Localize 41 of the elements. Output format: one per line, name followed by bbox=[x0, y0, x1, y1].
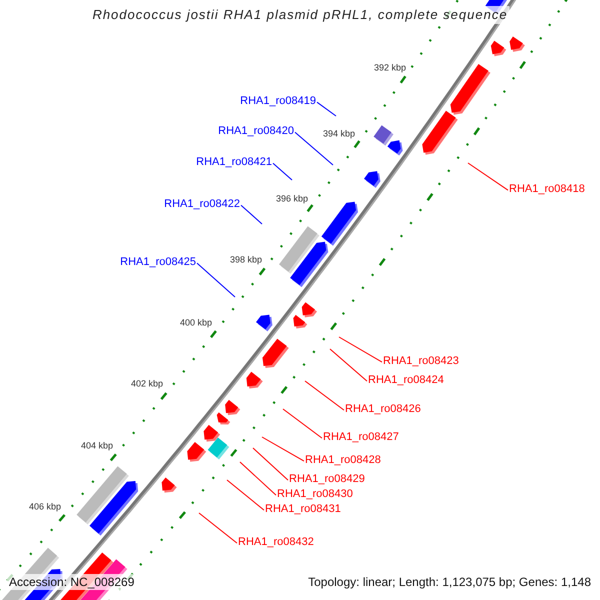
leader-line bbox=[252, 448, 288, 481]
gene-label: RHA1_ro08421 bbox=[196, 156, 272, 169]
gene-label: RHA1_ro08418 bbox=[509, 183, 585, 196]
map-title: Rhodococcus jostii RHA1 plasmid pRHL1, complete sequence bbox=[90, 6, 510, 24]
leader-line bbox=[196, 262, 236, 298]
leader-line bbox=[240, 204, 262, 224]
gene-label: RHA1_ro08419 bbox=[240, 95, 316, 108]
gene-label: RHA1_ro08423 bbox=[383, 355, 459, 368]
tick-label: 398 kbp bbox=[230, 254, 262, 266]
gene-label: RHA1_ro08427 bbox=[323, 431, 399, 444]
leader-line bbox=[240, 462, 276, 496]
leader-line bbox=[262, 436, 304, 462]
leader-line bbox=[294, 132, 334, 166]
leader-line bbox=[330, 348, 368, 382]
leader-line bbox=[338, 336, 382, 363]
leader-line bbox=[282, 408, 322, 439]
gene-label: RHA1_ro08426 bbox=[345, 403, 421, 416]
tick-label: 394 kbp bbox=[322, 128, 356, 140]
tick-label: 396 kbp bbox=[276, 194, 308, 204]
leader-line bbox=[304, 380, 344, 411]
gene-label: RHA1_ro08425 bbox=[120, 256, 196, 269]
leader-line bbox=[226, 480, 264, 511]
accession-label: Accession: NC_008269 bbox=[7, 574, 136, 590]
leader-line bbox=[198, 512, 238, 544]
tick-label: 406 kbp bbox=[28, 502, 62, 512]
tick-label: 392 kbp bbox=[374, 62, 406, 74]
gene-label: RHA1_ro08429 bbox=[289, 473, 365, 486]
tick-label: 400 kbp bbox=[180, 318, 212, 328]
leader-line bbox=[468, 162, 508, 191]
gene-label: RHA1_ro08422 bbox=[164, 198, 240, 211]
gene-label: RHA1_ro08424 bbox=[368, 374, 444, 387]
gene-label: RHA1_ro08428 bbox=[305, 454, 381, 467]
topology-label: Topology: linear; Length: 1,123,075 bp; Genes: 1,148 bbox=[306, 574, 593, 590]
leader-line bbox=[316, 102, 336, 116]
gene-label: RHA1_ro08432 bbox=[238, 536, 314, 549]
tick-label: 404 kbp bbox=[80, 440, 114, 452]
tick-label: 402 kbp bbox=[130, 378, 164, 390]
leader-line bbox=[272, 162, 292, 180]
gene-label: RHA1_ro08420 bbox=[218, 125, 294, 138]
gene-label: RHA1_ro08430 bbox=[277, 488, 353, 501]
gene-label: RHA1_ro08431 bbox=[265, 503, 341, 516]
